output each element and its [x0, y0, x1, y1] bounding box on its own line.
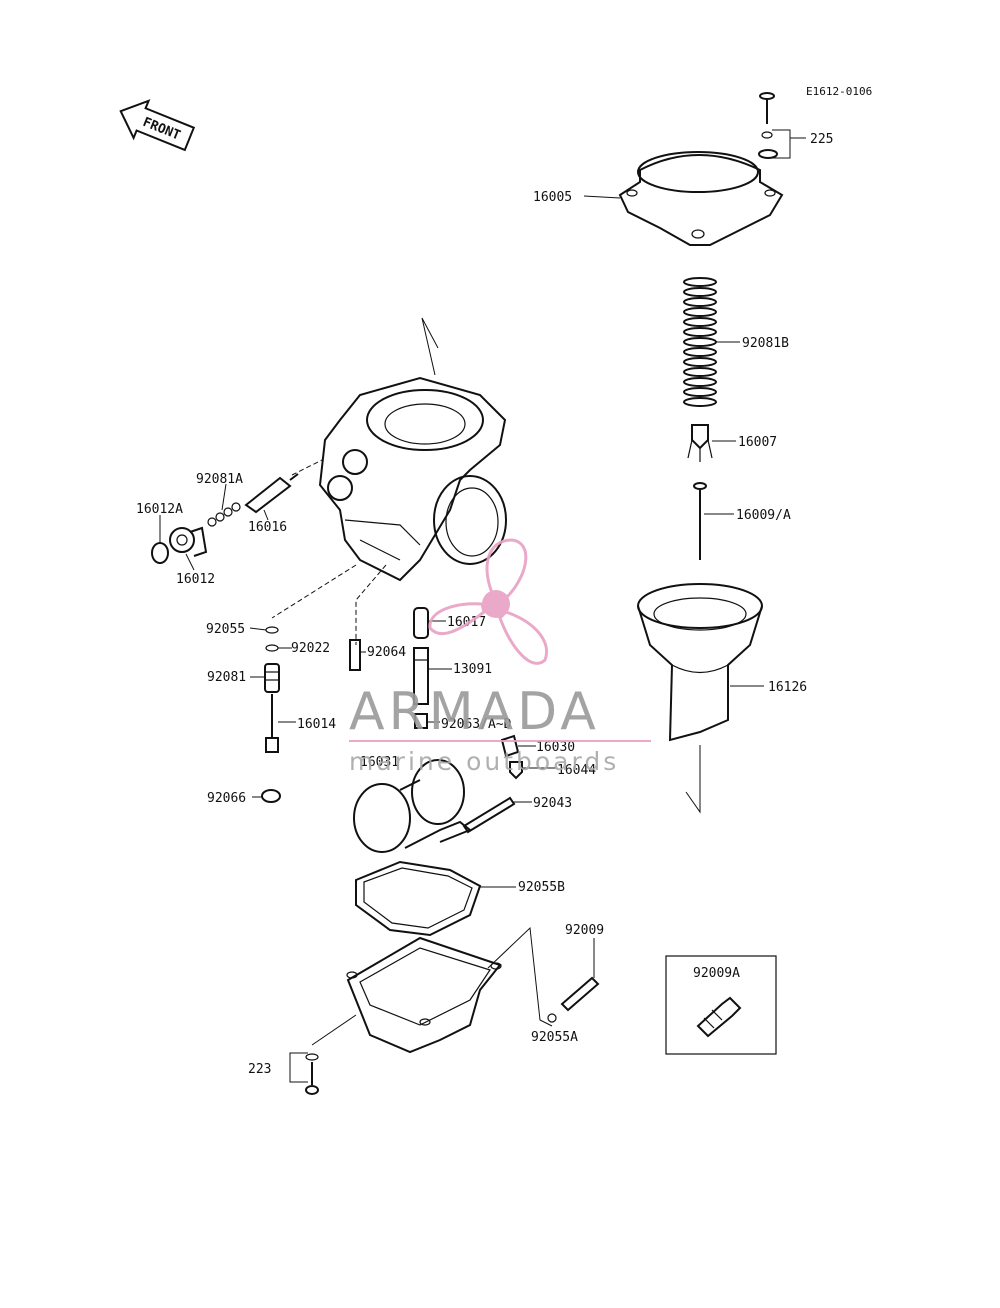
small-spring-icon — [207, 502, 241, 527]
top-screw-icon — [758, 92, 778, 159]
bleed-jet-icon — [349, 639, 361, 671]
part-label-16031: 16031 — [360, 755, 399, 770]
float-pin-icon — [462, 796, 516, 834]
float-icon — [353, 759, 472, 853]
air-screw-icon — [696, 996, 742, 1038]
part-label-16014: 16014 — [297, 717, 336, 732]
cap-icon — [151, 542, 169, 564]
part-label-223: 223 — [248, 1062, 271, 1077]
diagram-code: E1612-0106 — [806, 85, 872, 98]
spring-icon — [683, 277, 717, 407]
needle-valve-icon — [509, 761, 523, 780]
needle-holder-icon — [687, 424, 713, 462]
float-pin-clip-icon — [500, 734, 520, 758]
watermark: ARMADA marine outboards — [349, 538, 651, 776]
o-ring-icon — [265, 626, 279, 634]
vacuum-piston-icon — [637, 583, 763, 742]
part-label-92066: 92066 — [207, 791, 246, 806]
part-label-92043: 92043 — [533, 796, 572, 811]
float-bowl-icon — [346, 936, 502, 1054]
part-label-92064: 92064 — [367, 645, 406, 660]
plug-icon — [261, 789, 281, 803]
part-label-13091: 13091 — [453, 662, 492, 677]
part-label-92081b: 92081B — [742, 336, 789, 351]
part-label-16005: 16005 — [533, 190, 572, 205]
jet-needle-icon — [693, 482, 707, 560]
washer-icon — [265, 644, 279, 652]
propeller-logo-icon — [428, 538, 548, 665]
part-label-92022: 92022 — [291, 641, 330, 656]
needle-jet-icon — [413, 607, 429, 639]
part-label-16012a: 16012A — [136, 502, 183, 517]
bowl-screw-icon — [305, 1053, 319, 1095]
drain-screw-icon — [560, 976, 600, 1012]
watermark-brand: ARMADA — [349, 682, 600, 742]
inset-label: 92009A — [693, 966, 740, 981]
float-bowl-gasket-icon — [355, 860, 482, 937]
inset-box: 92009A — [665, 955, 777, 1055]
part-label-92009: 92009 — [565, 923, 604, 938]
pilot-jet-icon — [265, 694, 279, 753]
part-label-92063: 92063/A~D — [441, 717, 512, 732]
part-label-92055a: 92055A — [531, 1030, 578, 1045]
front-label: FRONT — [141, 115, 183, 144]
main-jet-icon — [414, 713, 428, 729]
part-label-16030: 16030 — [536, 740, 575, 755]
front-arrow-icon: FRONT — [119, 99, 196, 152]
jet-holder-icon — [413, 647, 429, 705]
pilot-screw-icon — [244, 473, 299, 514]
part-label-16012: 16012 — [176, 572, 215, 587]
part-label-92055b: 92055B — [518, 880, 565, 895]
part-label-92081: 92081 — [207, 670, 246, 685]
choke-plunger-icon — [169, 526, 208, 557]
part-label-16007: 16007 — [738, 435, 777, 450]
part-label-16044: 16044 — [557, 763, 596, 778]
part-label-92081a: 92081A — [196, 472, 243, 487]
carburetor-top-cover-icon — [618, 151, 784, 246]
part-label-92055: 92055 — [206, 622, 245, 637]
o-ring-small-icon — [547, 1013, 557, 1023]
part-label-225: 225 — [810, 132, 833, 147]
part-label-16009a: 16009/A — [736, 508, 791, 523]
part-label-16126: 16126 — [768, 680, 807, 695]
watermark-tagline: marine outboards — [349, 747, 619, 776]
spring-small-icon — [264, 663, 280, 693]
part-label-16016: 16016 — [248, 520, 287, 535]
carburetor-body-icon — [318, 376, 507, 582]
